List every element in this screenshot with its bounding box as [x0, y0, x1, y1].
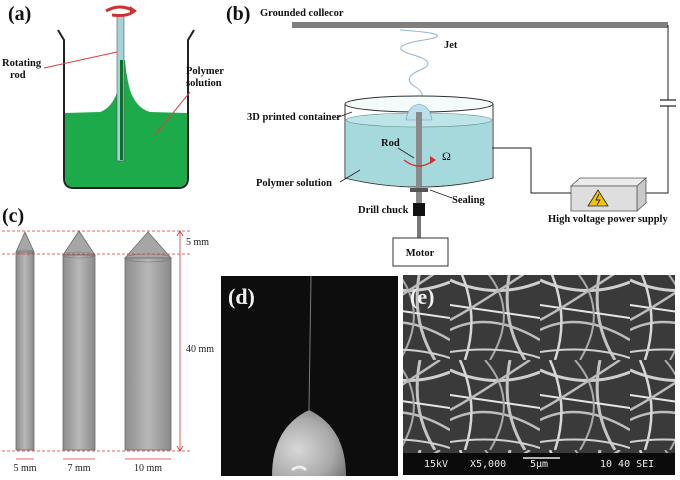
panel-d: (d) — [221, 275, 398, 476]
container-pointer — [335, 111, 353, 119]
polymer-solution-b-pointer — [339, 169, 361, 183]
cone-height-label: 5 mm — [186, 237, 209, 248]
motor-label: Motor — [406, 248, 435, 259]
rod-5mm — [15, 251, 35, 451]
fiber-jet-photo — [308, 275, 312, 411]
lightning-icon — [595, 193, 601, 206]
polymer-solution-a-pointer — [154, 91, 191, 136]
rod-7mm-tip — [62, 230, 96, 256]
panel-c: (c) 5 mm 40 mm 5 mm 7 mm 10 mm — [2, 205, 214, 474]
sem-info-bar — [403, 453, 675, 475]
beaker — [57, 29, 195, 189]
rod-10mm — [124, 257, 172, 451]
sem-voltage: 15kV — [424, 459, 448, 470]
rod-b — [416, 112, 422, 207]
panel-c-label: (c) — [2, 205, 24, 227]
sem-magnification: X5,000 — [470, 459, 506, 470]
droplet — [272, 410, 346, 476]
dim-arrow-bottom-icon — [176, 445, 184, 452]
dim-arrow-top-icon — [176, 230, 184, 237]
power-supply-top — [569, 177, 648, 187]
sem-fiber-image — [403, 275, 675, 453]
panel-e-label: (e) — [410, 284, 434, 309]
rod-7mm-rim — [62, 251, 96, 259]
rotating-rod-pointer — [43, 51, 118, 69]
motor-box — [392, 237, 449, 267]
omega-label: Ω — [442, 149, 451, 163]
rod-5mm-tip — [15, 231, 35, 253]
power-supply-label: High voltage power supply — [548, 214, 668, 225]
panel-a: (a) Rotating rod Polymer solution — [2, 3, 224, 189]
panel-e: 15kV X5,000 5μm 10 40 SEI (e) — [403, 275, 675, 475]
rotation-b-arrowhead-icon — [430, 156, 436, 164]
rod-label: Rod — [381, 138, 400, 149]
sealing-label: Sealing — [452, 195, 485, 206]
panel-a-label: (a) — [8, 3, 31, 25]
diameter-5mm-label: 5 mm — [13, 463, 36, 474]
power-supply-box — [570, 185, 638, 212]
grounded-collector — [292, 22, 668, 28]
polymer-solution-b-label: Polymer solution — [256, 178, 332, 189]
panel-d-label: (d) — [228, 284, 255, 309]
high-voltage-warning-icon — [587, 189, 609, 207]
droplet-highlight — [291, 465, 308, 472]
sem-scale-label: 5μm — [530, 459, 548, 470]
rod-7mm — [62, 254, 96, 451]
sealing — [410, 188, 428, 192]
drill-chuck-label: Drill chuck — [358, 205, 409, 216]
panel-b: (b) Grounded collecor Jet Rod Ω 3D print… — [226, 3, 676, 267]
polymer-solution-a-line2: solution — [186, 78, 222, 89]
circuit-wire — [490, 25, 669, 194]
rotating-rod-label-line1: Rotating — [2, 58, 42, 69]
rotation-arrow-icon — [105, 5, 137, 17]
rod-in-solution — [120, 60, 123, 160]
rod-length-label: 40 mm — [186, 344, 214, 355]
motor-shaft — [417, 216, 421, 238]
sem-wd-detector: 10 40 SEI — [600, 459, 654, 470]
diameter-7mm-label: 7 mm — [67, 463, 90, 474]
rod-pointer — [397, 147, 415, 159]
drill-chuck — [413, 203, 425, 216]
container-label: 3D printed container — [247, 112, 341, 123]
rotating-rod-label-line2: rod — [10, 70, 26, 81]
sealing-pointer — [429, 189, 453, 199]
polymer-solution-a — [65, 60, 187, 187]
jet-label: Jet — [444, 40, 458, 51]
diameter-10mm-label: 10 mm — [134, 463, 162, 474]
polymer-solution-a-line1: Polymer — [186, 66, 224, 77]
panel-b-label: (b) — [226, 3, 250, 25]
collector-label: Grounded collecor — [260, 8, 344, 19]
rotation-arrowhead-icon — [130, 6, 137, 15]
